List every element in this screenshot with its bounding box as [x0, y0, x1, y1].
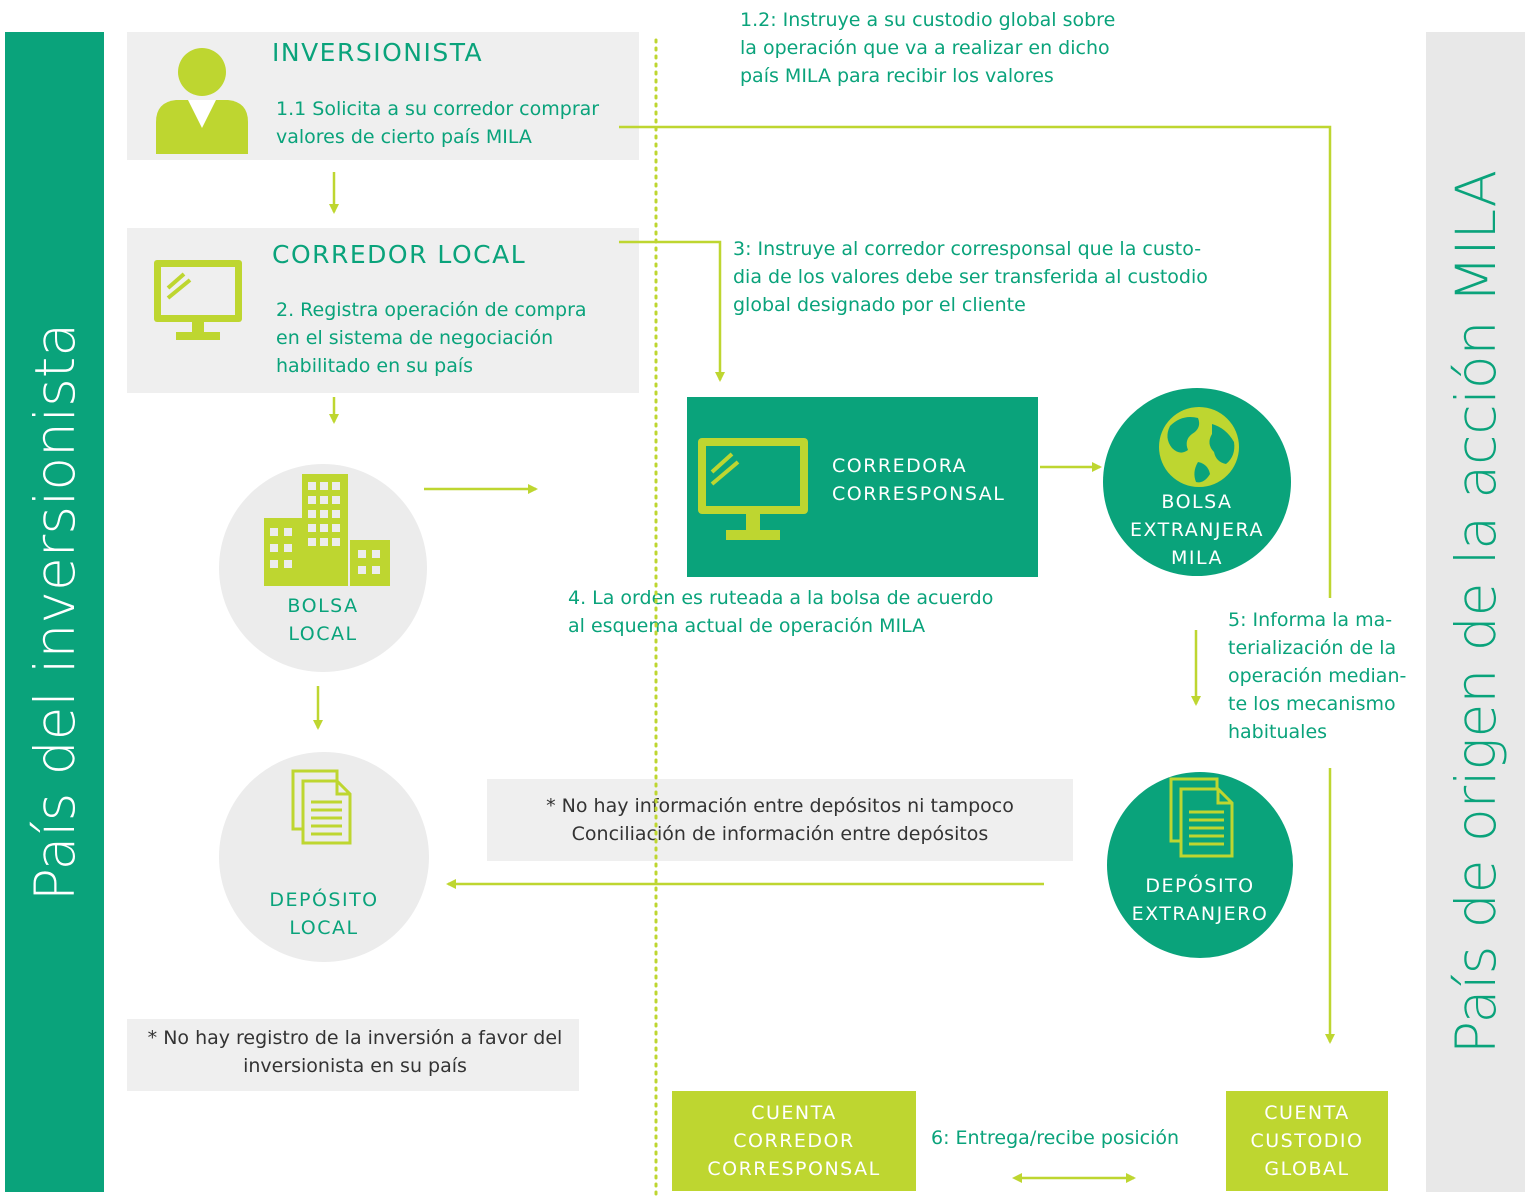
note-depositos: * No hay información entre depósitos ni … [546, 795, 1014, 845]
right-banner: País de origen de la acción MILA [1426, 32, 1525, 1192]
cuenta-custodio-global: CUENTA CUSTODIO GLOBAL [1226, 1091, 1388, 1191]
document-icon [1168, 776, 1238, 860]
deposito-local-label: DEPÓSITO LOCAL [269, 889, 379, 939]
document-icon [290, 768, 356, 846]
step-2: 2. Registra operación de compra en el si… [276, 299, 587, 377]
corredora-corresponsal-label: CORREDORA CORRESPONSAL [832, 455, 1006, 505]
globe-icon [1154, 404, 1244, 490]
step-6: 6: Entrega/recibe posición [931, 1127, 1180, 1149]
person-icon [152, 44, 252, 154]
note-depositos-box [487, 779, 1073, 861]
deposito-extranjero-label: DEPÓSITO EXTRANJERO [1131, 875, 1269, 925]
buildings-icon [262, 470, 392, 588]
left-banner: País del inversionista [5, 32, 104, 1192]
arrow-custodio-global [619, 125, 1332, 598]
step-1-2: 1.2: Instruye a su custodio global sobre… [740, 9, 1116, 87]
step-3: 3: Instruye al corredor corresponsal que… [733, 238, 1208, 316]
bolsa-extranjera-label: BOLSA EXTRANJERA MILA [1130, 491, 1264, 569]
bolsa-local-label: BOLSA LOCAL [287, 595, 359, 645]
cuenta-corredor-corresponsal: CUENTA CORREDOR CORRESPONSAL [672, 1091, 916, 1191]
corredor-local-title: CORREDOR LOCAL [272, 240, 527, 269]
arrow-step-3 [619, 240, 725, 382]
step-5: 5: Informa la ma- terialización de la op… [1228, 609, 1407, 743]
monitor-icon [696, 436, 810, 544]
step-1-1: 1.1 Solicita a su corredor comprar valor… [276, 98, 600, 148]
inversionista-title: INVERSIONISTA [272, 38, 484, 67]
note-registro-box [127, 1019, 579, 1091]
monitor-icon [152, 258, 244, 342]
note-registro: * No hay registro de la inversión a favo… [147, 1027, 563, 1077]
